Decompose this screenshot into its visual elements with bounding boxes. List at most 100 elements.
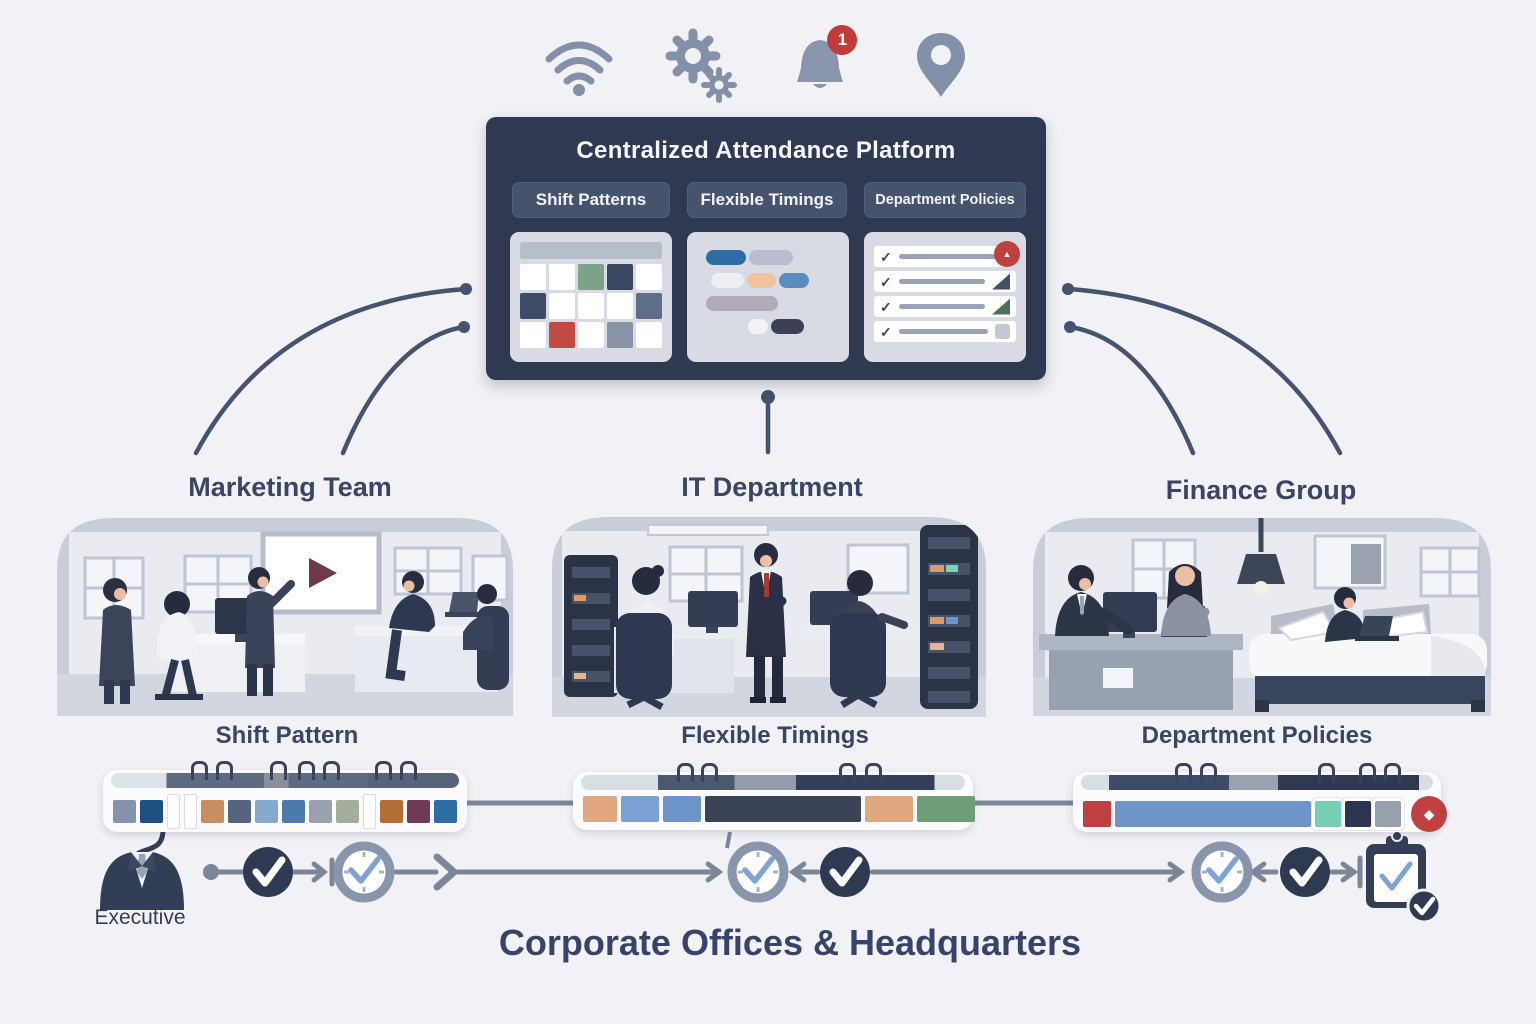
shift-square: [167, 794, 180, 829]
notification-badge: 1: [827, 25, 858, 55]
executive-icon: [100, 852, 184, 910]
laptop-icon: [445, 592, 481, 617]
check-icon: ✓: [880, 323, 892, 340]
timeline-bars: [697, 250, 839, 334]
flag-dark-marker-icon: [992, 273, 1010, 290]
checklist-text-line: [898, 254, 1003, 259]
shift-square: [363, 794, 376, 829]
attendance-platform-panel: Centralized Attendance Platform Shift Pa…: [486, 117, 1046, 380]
shift-square: [201, 800, 224, 823]
timeline-segment: [705, 250, 746, 265]
shift-square: [140, 800, 163, 823]
calendar-cell: [549, 322, 575, 348]
calendar-cell: [636, 293, 662, 319]
approval-check-icon-3: [1280, 847, 1330, 897]
clock-icon-1: [333, 841, 395, 903]
shift-square: [336, 800, 359, 823]
calendar-cell: [578, 322, 604, 348]
shift-square: [282, 800, 305, 823]
shift-pattern-strip: [103, 761, 467, 832]
check-icon: ✓: [880, 248, 892, 265]
person-seated-1: [616, 565, 675, 711]
shift-square: [380, 800, 403, 823]
shift-square: [434, 800, 457, 823]
shift-square: [184, 794, 197, 829]
location-icon[interactable]: [902, 23, 980, 109]
person-presenter: [245, 567, 295, 696]
calendar-cell: [578, 293, 604, 319]
timing-segment: [621, 796, 659, 822]
calendar-cell: [607, 322, 633, 348]
calendar-cell: [636, 264, 662, 290]
person-seated-1: [155, 591, 203, 700]
settings-icon[interactable]: [661, 23, 739, 109]
calendar-cell: [636, 322, 662, 348]
calendar-header-bar: [520, 242, 662, 259]
policy-cell: [1375, 801, 1401, 827]
timeline-segment: [771, 319, 804, 334]
status-icon-row: 1: [540, 18, 980, 114]
notifications-icon[interactable]: 1: [781, 23, 859, 109]
check-icon: ✓: [880, 298, 892, 315]
timing-segment: [663, 796, 701, 822]
calendar-cell: [520, 264, 546, 290]
policy-cell: [1315, 801, 1341, 827]
clock-icon-2: [725, 831, 789, 903]
policy-checklist: ✓▲✓✓✓: [874, 241, 1020, 342]
shift-patterns-preview-card: [510, 232, 672, 362]
calendar-cell: [549, 264, 575, 290]
executive-label: Executive: [94, 906, 186, 929]
calendar-cell: [549, 293, 575, 319]
shift-pattern-squares: [111, 794, 459, 829]
person-on-desk: [385, 571, 435, 681]
person-standing-1: [99, 578, 135, 704]
policy-alert-badge-icon: ◆: [1411, 796, 1447, 832]
person-seated-2: [830, 570, 908, 709]
timeline-segment: [748, 250, 793, 265]
wifi-icon[interactable]: [540, 23, 618, 109]
finance-group-label: Finance Group: [1165, 475, 1357, 505]
strip-binder-band: [581, 775, 965, 790]
policy-cell: [1345, 801, 1371, 827]
calendar-cell: [520, 293, 546, 319]
strip-binder-band: [1081, 775, 1433, 790]
panel-title: Centralized Attendance Platform: [576, 137, 956, 164]
checklist-row: ✓▲: [874, 241, 1020, 267]
flow-start-dot: [203, 864, 219, 880]
timing-segment: [705, 796, 861, 822]
timeline-segment: [748, 319, 769, 334]
tab-flexible-timings[interactable]: Flexible Timings: [687, 182, 847, 218]
marketing-team-label: Marketing Team: [188, 472, 392, 502]
shift-square: [309, 800, 332, 823]
square-marker-icon: [995, 324, 1010, 339]
flexible-timings-preview-card: [687, 232, 849, 362]
approval-check-icon-2: [820, 847, 870, 897]
policy-bar: [1115, 801, 1311, 827]
finance-group-scene: [1033, 518, 1491, 716]
tab-shift-patterns[interactable]: Shift Patterns: [512, 182, 670, 218]
flag-green-marker-icon: [992, 298, 1010, 315]
department-policies-items: ◆: [1081, 796, 1447, 832]
shift-square: [407, 800, 430, 823]
checklist-text-line: [898, 304, 985, 309]
timing-segment: [865, 796, 913, 822]
check-icon: ✓: [880, 273, 892, 290]
person-on-bed: [1325, 587, 1399, 642]
timing-segment: [917, 796, 975, 822]
checklist-text-line: [898, 279, 985, 284]
shift-square: [113, 800, 136, 823]
timeline-segment: [747, 273, 776, 288]
it-department-scene: [552, 517, 986, 717]
footer-title: Corporate Offices & Headquarters: [498, 922, 1082, 963]
checklist-text-line: [898, 329, 988, 334]
flexible-timings-label: Flexible Timings: [681, 722, 869, 749]
calendar-cell: [607, 293, 633, 319]
policy-square: [1083, 801, 1111, 827]
tab-department-policies[interactable]: Department Policies: [864, 182, 1026, 218]
marketing-team-scene: [57, 518, 513, 716]
server-rack-right: [920, 525, 978, 709]
checklist-row: ✓: [874, 271, 1016, 292]
department-policies-label: Department Policies: [1141, 722, 1373, 749]
flexible-timings-segments: [581, 796, 975, 822]
